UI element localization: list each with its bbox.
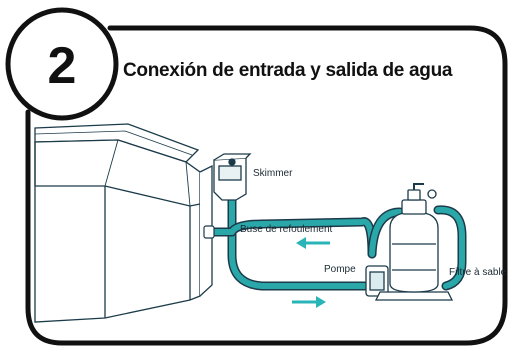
hoses	[207, 195, 467, 291]
label-return-nozzle: Buse de refoulement	[240, 224, 333, 235]
label-sand-filter: Filtre à sable	[449, 267, 507, 278]
frame-border	[25, 25, 508, 346]
above-ground-pool	[34, 123, 213, 323]
pump	[365, 265, 389, 297]
return-nozzle	[203, 225, 215, 239]
step-badge: 2	[5, 7, 119, 121]
flow-arrow-return	[296, 237, 330, 249]
label-pump: Pompe	[324, 264, 356, 275]
step-number: 2	[48, 37, 77, 95]
sand-filter	[374, 183, 454, 301]
flow-arrow-suction	[292, 296, 326, 308]
skimmer	[213, 153, 252, 201]
label-skimmer: Skimmer	[253, 168, 293, 179]
diagram-title: Conexión de entrada y salida de agua	[123, 60, 453, 81]
